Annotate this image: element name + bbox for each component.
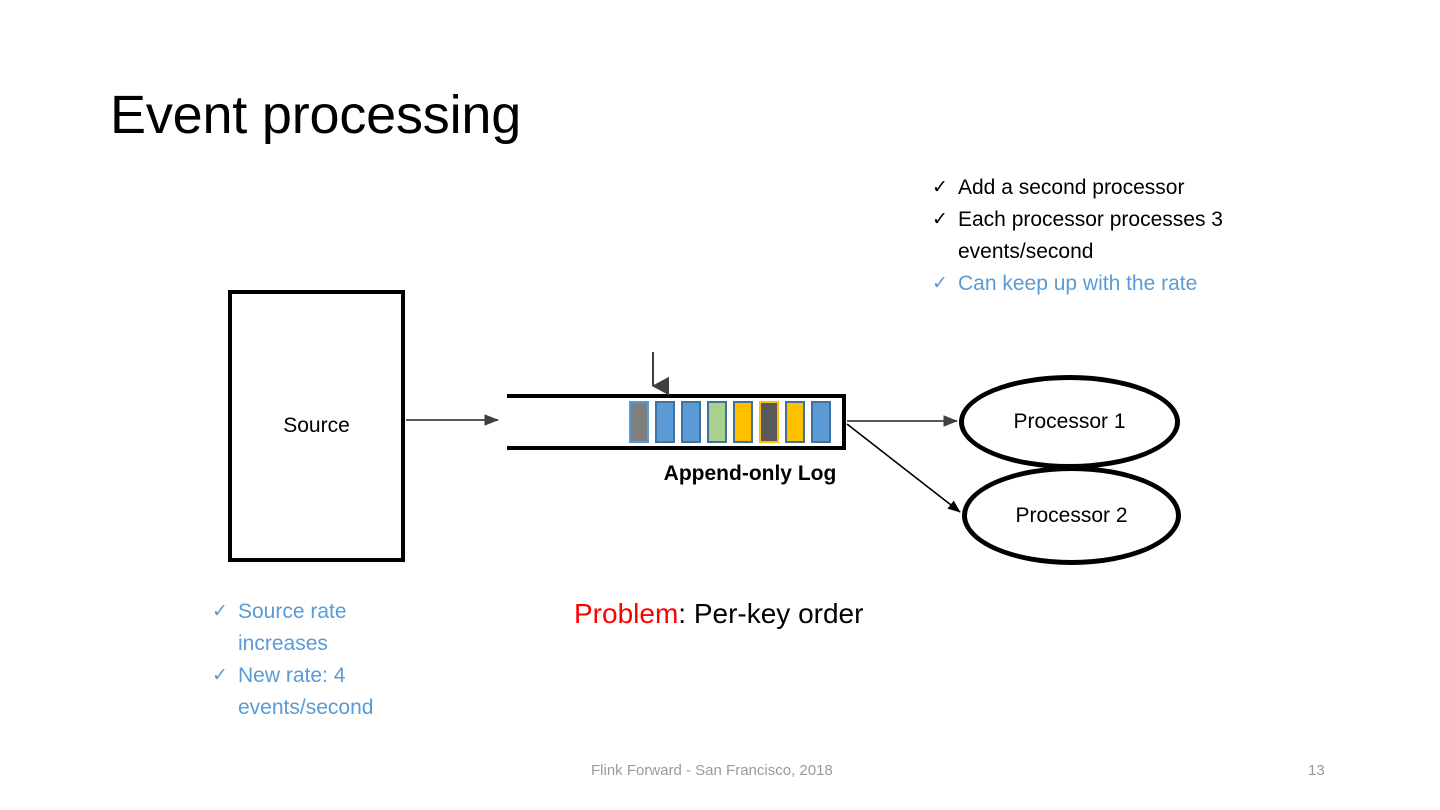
checkmark-icon: ✓ <box>932 273 948 294</box>
list-item: ✓ Can keep up with the rate <box>932 268 1292 300</box>
footer-page-number: 13 <box>1308 762 1325 779</box>
processor-2-label: Processor 2 <box>1015 503 1128 527</box>
problem-statement: Problem: Per-key order <box>574 598 863 630</box>
log-event-block <box>629 401 649 443</box>
checkmark-icon: ✓ <box>932 209 948 230</box>
log-caption: Append-only Log <box>663 462 837 485</box>
processor-2-node: Processor 2 <box>962 466 1181 565</box>
log-event-block <box>733 401 753 443</box>
log-event-block <box>811 401 831 443</box>
list-item: ✓ Each processor processes 3 events/seco… <box>932 204 1292 268</box>
list-item: ✓ Add a second processor <box>932 172 1292 204</box>
bullet-label: Each processor processes 3 events/second <box>958 208 1223 263</box>
processor-1-node: Processor 1 <box>959 375 1180 469</box>
append-only-log <box>507 394 846 450</box>
bullet-label: Add a second processor <box>958 176 1185 199</box>
log-event-block <box>655 401 675 443</box>
checkmark-icon: ✓ <box>212 665 228 686</box>
bullet-label: Source rate increases <box>238 600 347 655</box>
log-event-block <box>785 401 805 443</box>
log-top-edge <box>507 394 846 398</box>
log-event-block <box>759 401 779 443</box>
log-right-edge <box>842 394 846 450</box>
list-item: ✓ Source rate increases <box>212 596 417 660</box>
checkmark-icon: ✓ <box>932 177 948 198</box>
source-box: Source <box>228 290 405 562</box>
footer-note: Flink Forward - San Francisco, 2018 <box>591 762 833 779</box>
list-item: ✓ New rate: 4 events/second <box>212 660 417 724</box>
log-event-blocks <box>629 398 831 446</box>
page-title: Event processing <box>110 85 522 145</box>
checkmark-icon: ✓ <box>212 601 228 622</box>
problem-rest: : Per-key order <box>678 598 864 629</box>
bullet-label: Can keep up with the rate <box>958 272 1198 295</box>
bullet-label: New rate: 4 events/second <box>238 664 374 719</box>
bullet-list-left: ✓ Source rate increases ✓ New rate: 4 ev… <box>212 596 417 724</box>
log-event-block <box>681 401 701 443</box>
bullet-list-right: ✓ Add a second processor ✓ Each processo… <box>932 172 1292 300</box>
problem-keyword: Problem <box>574 598 679 629</box>
log-bottom-edge <box>507 446 846 450</box>
log-event-block <box>707 401 727 443</box>
source-label: Source <box>283 414 350 437</box>
processor-1-label: Processor 1 <box>1013 410 1126 433</box>
